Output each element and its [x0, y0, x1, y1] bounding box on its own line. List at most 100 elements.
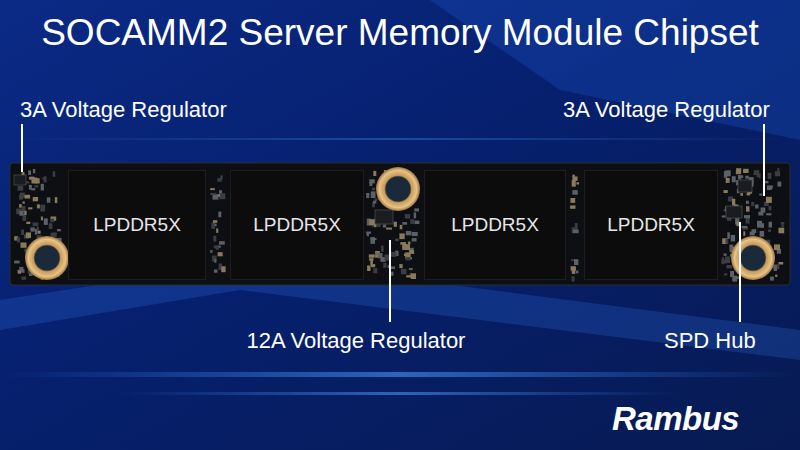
smd-component	[775, 275, 777, 277]
smd-component	[750, 232, 755, 236]
smd-component	[409, 250, 414, 254]
title: SOCAMM2 Server Memory Module Chipset	[0, 12, 800, 54]
smd-component	[373, 268, 377, 273]
smd-component	[221, 266, 225, 272]
callout-label: 3A Voltage Regulator	[563, 97, 770, 123]
smd-component	[218, 212, 221, 218]
ic-package	[738, 180, 752, 192]
smd-component	[399, 264, 402, 268]
chip-label: LPDDR5X	[253, 214, 341, 236]
smd-component	[40, 205, 45, 212]
smd-component	[745, 176, 749, 179]
memory-chip: LPDDR5X	[68, 170, 206, 280]
smd-component	[415, 221, 420, 224]
smd-component	[769, 222, 772, 228]
smd-component	[371, 264, 375, 267]
callout-label: 12A Voltage Regulator	[247, 328, 466, 354]
smd-component	[572, 190, 577, 195]
smd-component	[213, 236, 216, 242]
light-streak	[0, 372, 800, 377]
smd-component	[727, 232, 730, 238]
smd-component	[402, 222, 407, 225]
smd-component	[736, 168, 741, 174]
light-streak	[0, 138, 800, 140]
smd-component	[731, 235, 735, 242]
smd-component	[575, 223, 578, 229]
smd-component	[21, 243, 27, 248]
smd-component	[373, 171, 376, 176]
smd-component	[775, 171, 780, 176]
smd-component	[574, 259, 578, 265]
smd-component	[747, 193, 751, 196]
smd-component	[722, 215, 726, 217]
smd-component	[33, 169, 35, 173]
smd-component	[383, 225, 386, 228]
smd-component	[414, 212, 416, 218]
ic-package	[375, 210, 393, 224]
smd-component	[19, 211, 23, 216]
smd-component	[366, 193, 369, 198]
smd-component	[25, 195, 31, 199]
smd-component	[214, 259, 216, 263]
smd-component	[372, 188, 375, 191]
smd-component	[767, 186, 772, 190]
smd-component	[746, 201, 749, 204]
smd-component	[774, 265, 777, 271]
smd-component	[210, 193, 216, 195]
smd-component	[28, 207, 32, 209]
smd-component	[777, 264, 780, 270]
smd-component	[777, 168, 779, 171]
memory-chip: LPDDR5X	[584, 170, 718, 280]
smd-component	[576, 271, 579, 274]
smd-component	[373, 201, 376, 204]
smd-component	[213, 220, 217, 223]
smd-component	[216, 228, 218, 233]
smd-component	[576, 182, 579, 184]
smd-component	[766, 197, 772, 203]
smd-component	[367, 232, 369, 236]
smd-component	[746, 218, 750, 224]
smd-component	[769, 206, 772, 210]
smd-component	[370, 237, 375, 244]
smd-component	[29, 177, 35, 179]
smd-component	[375, 198, 378, 201]
smd-component	[778, 182, 782, 187]
smd-component	[411, 273, 416, 279]
leader-line	[739, 222, 741, 322]
smd-component	[414, 208, 419, 211]
smd-component	[26, 232, 31, 238]
smd-component	[406, 231, 412, 235]
smd-component	[375, 253, 377, 255]
smd-component	[42, 178, 45, 180]
brand-logo: Rambus	[612, 400, 739, 438]
smd-component	[774, 244, 780, 250]
ic-package	[726, 206, 742, 218]
mounting-hole	[731, 236, 775, 280]
smd-component	[378, 253, 383, 258]
smd-component	[730, 271, 734, 277]
memory-chip: LPDDR5X	[230, 170, 364, 280]
callout-label: SPD Hub	[664, 328, 756, 354]
smd-component	[21, 276, 26, 279]
smd-component	[572, 276, 575, 281]
smd-component	[369, 219, 375, 225]
smd-component	[399, 233, 404, 239]
smd-component	[31, 188, 35, 190]
smd-component	[724, 190, 728, 193]
smd-component	[30, 227, 34, 231]
smd-component	[722, 238, 727, 244]
smd-component	[55, 197, 58, 203]
smd-component	[744, 215, 750, 218]
smd-component	[26, 222, 30, 224]
smd-component	[405, 214, 410, 219]
smd-component	[30, 177, 35, 180]
smd-component	[213, 195, 219, 200]
smd-component	[404, 254, 409, 257]
smd-component	[217, 178, 221, 182]
smd-component	[18, 186, 24, 191]
smd-component	[215, 224, 217, 227]
smd-component	[41, 184, 44, 191]
smd-component	[37, 204, 40, 208]
smd-component	[49, 223, 53, 229]
